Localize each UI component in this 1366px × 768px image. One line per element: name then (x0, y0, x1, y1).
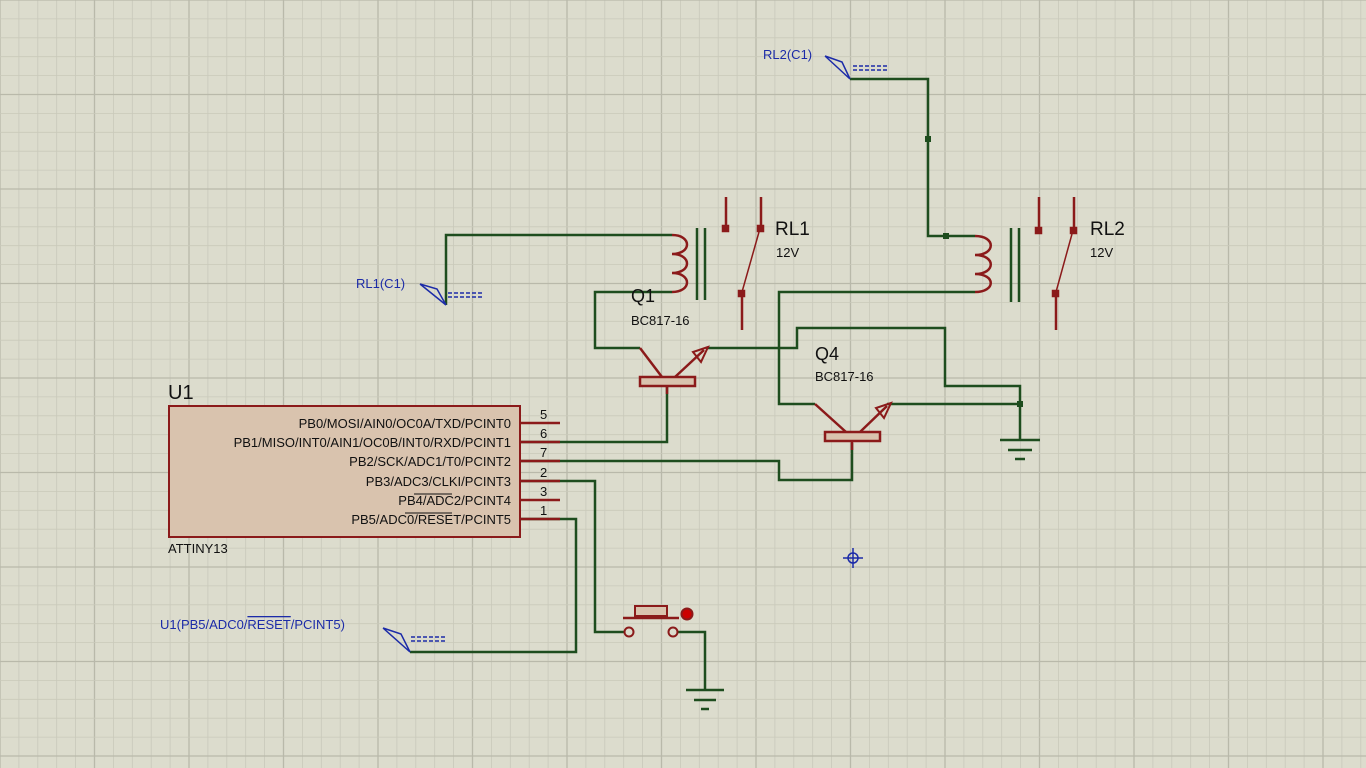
terminal-flag (382, 627, 411, 653)
rl1-contact-dot (737, 289, 746, 298)
rl1-value: 12V (776, 245, 799, 260)
rl1-switch-arm (741, 231, 760, 293)
u1-reference: U1 (168, 382, 194, 404)
q1-part-name: BC817-16 (631, 313, 690, 328)
push-button[interactable] (623, 605, 694, 638)
ground-symbol-right[interactable] (1000, 438, 1040, 461)
terminal-u1-pb5[interactable]: U1(PB5/ADC0/RESET/PCINT5) (160, 617, 445, 653)
u1-part-name: ATTINY13 (168, 541, 228, 556)
u1-pin-numbers: 5 6 7 2 3 1 (540, 407, 547, 518)
relay-rl1[interactable] (671, 197, 765, 330)
q4-emitter-arrow (874, 401, 893, 420)
button-terminal-left (623, 626, 635, 638)
u1-pin-leads (520, 421, 560, 521)
u1-attiny13[interactable]: U1 ATTINY13 PB0/MOSI/AIN0/OC0A/TXD/PCINT… (168, 382, 560, 556)
pin-name-pb3: PB3/ADC3/CLKI/PCINT3 (366, 474, 511, 489)
q4-collector-lead (814, 403, 847, 433)
wire-q1-collector[interactable] (593, 290, 672, 350)
rl2-contact-dot (1034, 226, 1043, 235)
rl1-contact-dot (721, 224, 730, 233)
rl2-contact-dot (1069, 226, 1078, 235)
pin-name-pb1: PB1/MISO/INT0/AIN1/OC0B/INT0/RXD/PCINT1 (234, 435, 511, 450)
transistor-q1[interactable] (638, 345, 710, 394)
rl2-reference: RL2 (1090, 219, 1125, 240)
junction-dot (1017, 401, 1023, 407)
wire-rl2-terminal[interactable] (850, 77, 975, 238)
terminal-label: RL1(C1) (356, 276, 405, 291)
rl1-contact-dot (756, 224, 765, 233)
rl1-coil[interactable] (671, 233, 689, 294)
q4-emitter-lead (859, 405, 888, 433)
u1-body[interactable] (168, 405, 521, 538)
wire-pb1-q1-base[interactable] (520, 386, 669, 444)
q4-base-bar[interactable] (823, 430, 882, 443)
terminal-label-suffix: /PCINT5) (291, 617, 345, 632)
q4-part-name: BC817-16 (815, 369, 874, 384)
q4-reference: Q4 (815, 344, 839, 364)
q1-emitter-arrow (691, 345, 710, 364)
q1-base-bar[interactable] (638, 375, 697, 388)
terminal-label-overbar: RESET (247, 617, 290, 632)
q1-emitter-lead (674, 349, 705, 378)
pin-name-pb0: PB0/MOSI/AIN0/OC0A/TXD/PCINT0 (299, 416, 511, 431)
q1-reference: Q1 (631, 286, 655, 306)
wire-q4-collector[interactable] (777, 290, 975, 406)
pin-number: 2 (540, 465, 547, 480)
rl1-reference: RL1 (775, 219, 810, 240)
button-plunger[interactable] (634, 605, 668, 617)
transistor-q4[interactable] (814, 401, 893, 450)
button-terminal-right (667, 626, 679, 638)
wire-rl1-terminal[interactable] (444, 233, 672, 305)
wire-q1-emitter[interactable] (708, 326, 1022, 440)
ground-symbol-bottom[interactable] (686, 688, 724, 711)
wire-pb3-button[interactable] (520, 479, 625, 634)
pin-number: 3 (540, 484, 547, 499)
terminal-label: U1(PB5/ADC0/RESET/PCINT5) (160, 617, 345, 632)
terminal-rl1-c1[interactable]: RL1(C1) (356, 276, 482, 306)
pin-name-pb2: PB2/SCK/ADC1/T0/PCINT2 (349, 454, 511, 469)
terminal-rl2-c1[interactable]: RL2(C1) (763, 47, 887, 80)
terminal-label: RL2(C1) (763, 47, 812, 62)
junction-dot (925, 136, 931, 142)
wires (410, 77, 1022, 690)
origin-crosshair-icon (843, 548, 863, 568)
u1-pin-bars (405, 493, 452, 514)
terminal-flag (419, 283, 447, 306)
rl2-switch-arm (1055, 233, 1073, 293)
wire-button-ground[interactable] (678, 630, 707, 690)
terminal-flag (824, 55, 851, 80)
button-state-indicator[interactable] (680, 607, 694, 621)
wire-pb2-q4-base[interactable] (520, 443, 854, 482)
pin-name-pb5: PB5/ADC0/RESET/PCINT5 (351, 512, 511, 527)
rl2-contact-dot (1051, 289, 1060, 298)
pin-number: 6 (540, 426, 547, 441)
junction-dot (943, 233, 949, 239)
pin-number: 5 (540, 407, 547, 422)
terminal-label-prefix: U1(PB5/ADC0/ (160, 617, 248, 632)
rl2-value: 12V (1090, 245, 1113, 260)
relay-rl2[interactable] (974, 197, 1078, 330)
q1-collector-lead (639, 347, 663, 378)
junctions (925, 136, 1023, 407)
pin-name-pb4: PB4/ADC2/PCINT4 (398, 493, 511, 508)
pin-number: 7 (540, 445, 547, 460)
rl2-coil[interactable] (974, 234, 992, 294)
u1-pin-names: PB0/MOSI/AIN0/OC0A/TXD/PCINT0 PB1/MISO/I… (234, 416, 511, 527)
pin-number: 1 (540, 503, 547, 518)
